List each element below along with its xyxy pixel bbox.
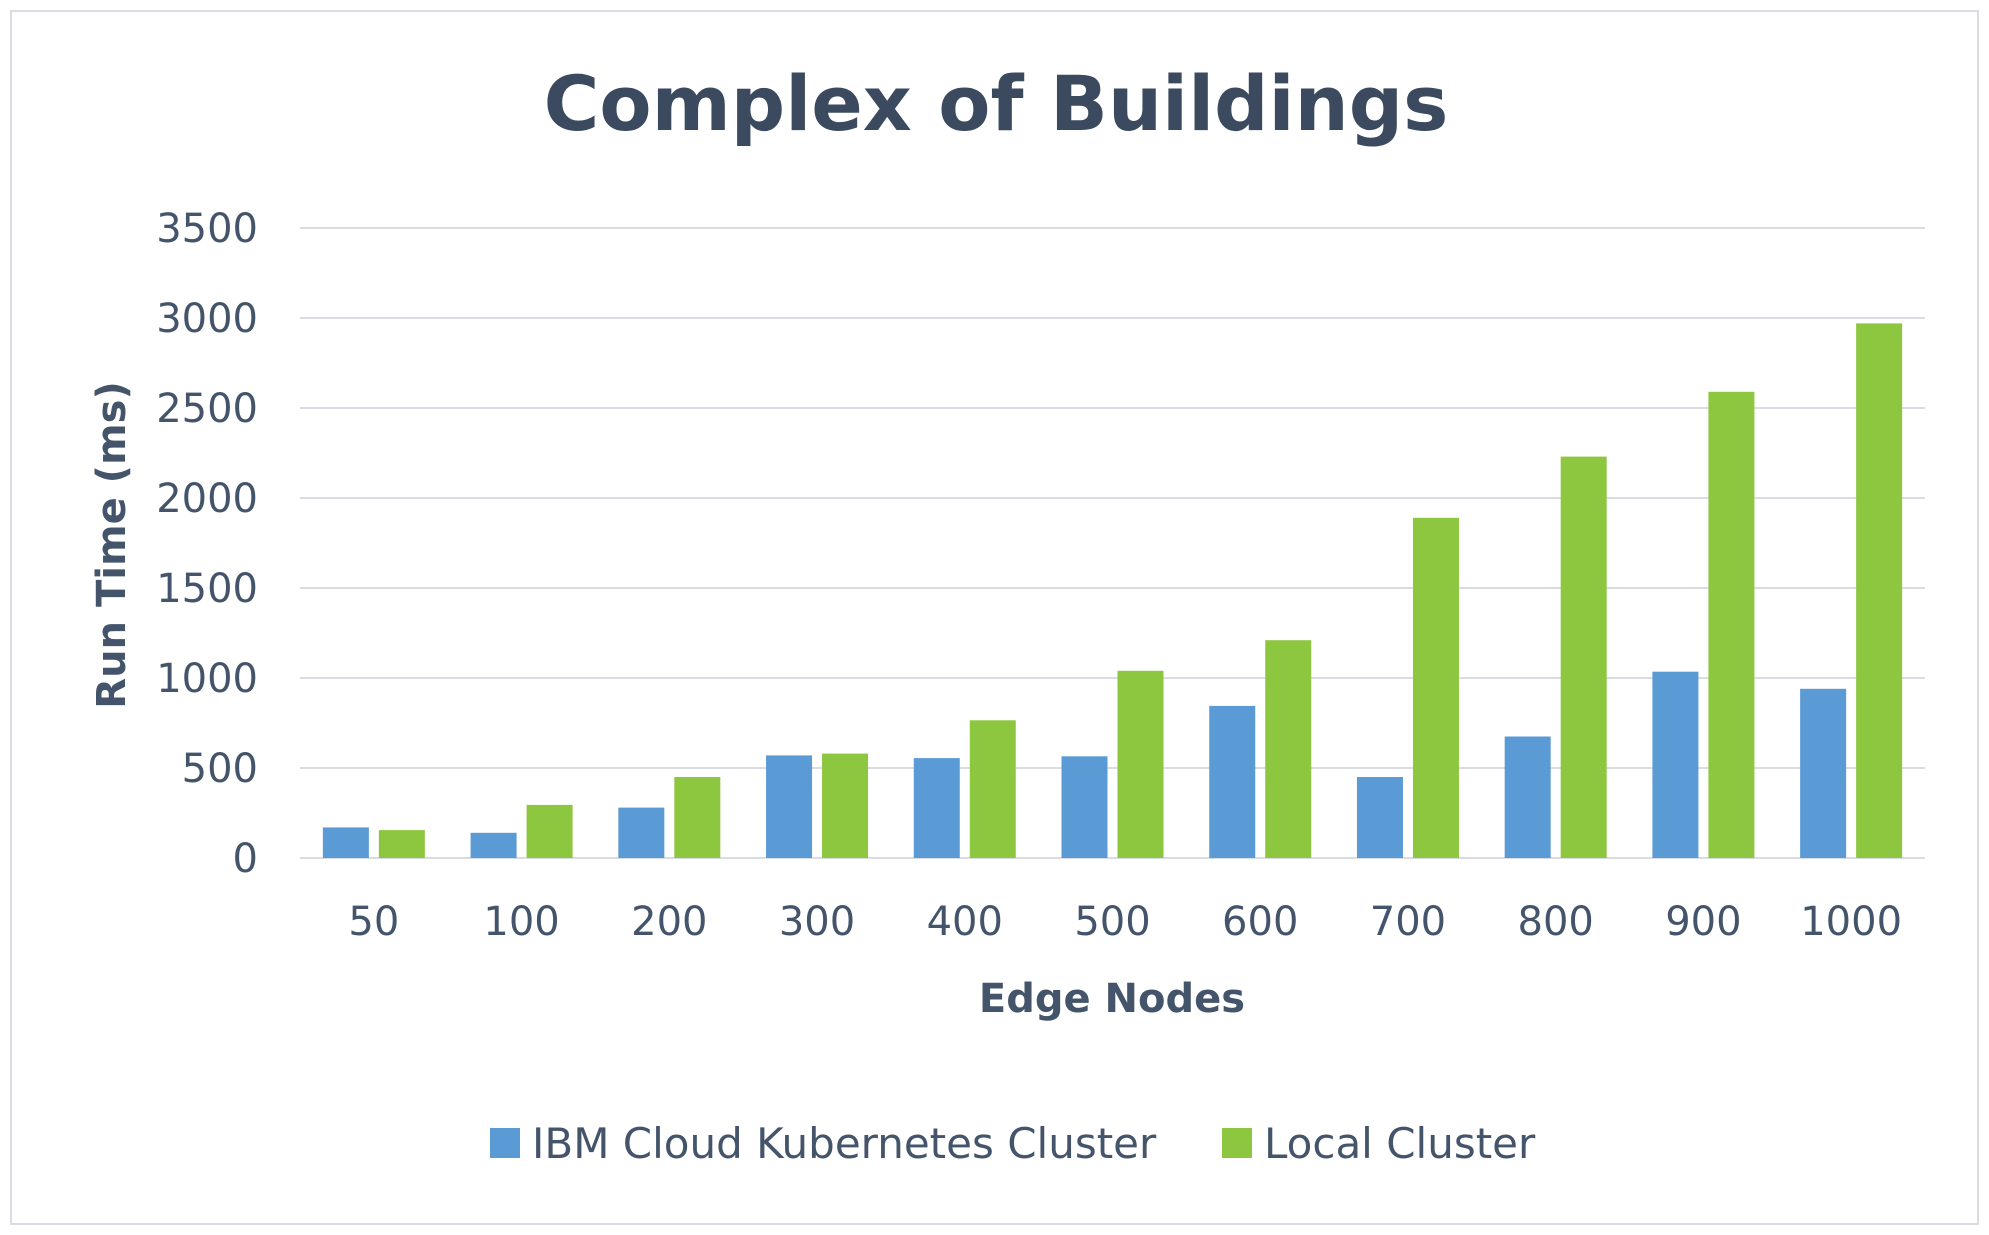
bar-ibm-cloud [1800, 688, 1847, 858]
bar-local-cluster [822, 753, 869, 858]
legend-swatch-local-cluster [1222, 1128, 1252, 1158]
bar-ibm-cloud [1209, 705, 1256, 858]
bar-ibm-cloud [322, 827, 369, 858]
bar-ibm-cloud [618, 807, 665, 858]
bar-ibm-cloud [470, 832, 517, 858]
bar-local-cluster [969, 720, 1016, 858]
y-tick-label: 0 [233, 836, 258, 882]
x-tick-label: 1000 [1800, 899, 1902, 945]
x-tick-label: 600 [1222, 899, 1298, 945]
bar-ibm-cloud [1652, 671, 1699, 858]
x-tick-label: 500 [1074, 899, 1150, 945]
x-axis-ticks: 50 100 200 300 400 500 600 700 800 900 1000 [348, 899, 1902, 945]
chart-title: Complex of Buildings [544, 59, 1449, 148]
bar-ibm-cloud [1061, 756, 1108, 858]
x-tick-label: 700 [1370, 899, 1446, 945]
y-tick-label: 1000 [156, 656, 258, 702]
x-tick-label: 200 [631, 899, 707, 945]
y-tick-label: 1500 [156, 566, 258, 612]
y-axis-title: Run Time (ms) [89, 381, 135, 708]
x-tick-label: 800 [1518, 899, 1594, 945]
bar-local-cluster [1412, 517, 1459, 858]
bar-local-cluster [674, 777, 721, 858]
bar-local-cluster [1708, 391, 1755, 858]
chart-frame [10, 10, 1979, 1225]
y-axis-ticks: 0 500 1000 1500 2000 2500 3000 3500 [156, 206, 258, 882]
y-tick-label: 3500 [156, 206, 258, 252]
bars [322, 323, 1903, 858]
x-tick-label: 300 [779, 899, 855, 945]
bar-ibm-cloud [913, 758, 960, 858]
x-tick-label: 50 [348, 899, 399, 945]
y-tick-label: 3000 [156, 296, 258, 342]
bar-local-cluster [526, 804, 573, 858]
bar-ibm-cloud [1504, 736, 1551, 858]
bar-local-cluster [378, 830, 425, 858]
legend: IBM Cloud Kubernetes Cluster Local Clust… [490, 1119, 1536, 1168]
bar-ibm-cloud [1356, 777, 1403, 858]
y-tick-label: 2500 [156, 386, 258, 432]
bar-local-cluster [1265, 640, 1312, 858]
bar-local-cluster [1560, 456, 1607, 858]
x-axis-title: Edge Nodes [979, 976, 1245, 1022]
legend-label-ibm-cloud: IBM Cloud Kubernetes Cluster [532, 1119, 1157, 1168]
bar-local-cluster [1856, 323, 1903, 858]
y-tick-label: 500 [182, 746, 258, 792]
x-tick-label: 400 [927, 899, 1003, 945]
x-tick-label: 900 [1665, 899, 1741, 945]
x-tick-label: 100 [483, 899, 559, 945]
bar-ibm-cloud [766, 755, 813, 858]
y-tick-label: 2000 [156, 476, 258, 522]
legend-swatch-ibm-cloud [490, 1128, 520, 1158]
legend-label-local-cluster: Local Cluster [1264, 1119, 1536, 1168]
bar-local-cluster [1117, 670, 1164, 858]
